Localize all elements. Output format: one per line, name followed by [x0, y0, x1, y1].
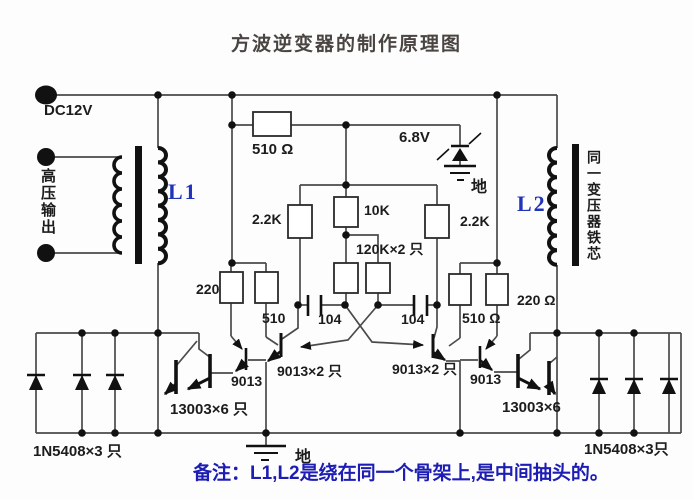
transistor-13003-left — [163, 354, 212, 396]
core-note-label: 同一变压器铁芯 — [586, 150, 602, 262]
diode-right-3 — [660, 377, 678, 394]
transformer — [112, 144, 579, 267]
diode-symbols — [27, 373, 678, 394]
diode-left-1 — [27, 373, 45, 390]
resistor-2k2-right-label: 2.2K — [460, 213, 490, 229]
resistor-220-right — [485, 273, 509, 306]
resistor-120k-left — [333, 262, 359, 294]
transistor-9013-left — [234, 348, 249, 372]
diode-right-1 — [590, 377, 608, 394]
resistor-120k-label: 120K×2 只 — [356, 241, 424, 257]
ground-symbol-bottom — [246, 444, 286, 461]
diode-left-2 — [73, 373, 91, 390]
diode-right-2 — [625, 377, 643, 394]
terminals — [35, 85, 57, 262]
l2-coil — [547, 146, 558, 267]
q9013-left-label: 9013 — [231, 373, 263, 389]
capacitor-symbols — [306, 295, 429, 316]
l1-label: L1 — [168, 179, 198, 204]
zener-voltage-label: 6.8V — [399, 129, 430, 146]
resistor-510-left — [254, 271, 279, 304]
dc12v-label: DC12V — [44, 102, 93, 119]
q9013-right-label: 9013 — [470, 371, 502, 387]
resistor-2k2-left-label: 2.2K — [252, 211, 282, 227]
resistor-510-left-label: 510 — [262, 310, 286, 326]
hv-winding-coil — [112, 155, 123, 255]
cap-104-left-label: 104 — [318, 311, 342, 327]
footer-note: 备注：L1,L2是绕在同一个骨架上,是中间抽头的。 — [193, 463, 609, 484]
resistor-510-right — [448, 273, 472, 306]
q9013-pair-right-label: 9013×2 只 — [392, 361, 457, 377]
hv-terminal-bottom — [37, 244, 55, 262]
zener-diode-symbol — [436, 132, 482, 161]
cap-104-right-label: 104 — [401, 311, 425, 327]
ground-bottom-label: 地 — [295, 449, 312, 466]
transistor-9013-pair-right — [431, 334, 447, 361]
transistor-symbols — [163, 333, 557, 396]
resistor-10k — [333, 196, 359, 228]
transistor-9013-right — [478, 346, 494, 371]
resistor-120k-right — [365, 262, 391, 294]
cross-coupling-wires — [230, 304, 498, 350]
l1-coil — [157, 146, 168, 266]
resistor-220-left — [219, 271, 244, 304]
hv-terminal-top — [37, 148, 55, 166]
resistor-10k-label: 10K — [364, 202, 390, 218]
ground-symbol-top — [444, 164, 476, 181]
diode-left-3 — [106, 373, 124, 390]
transistor-13003-right — [516, 354, 557, 396]
q13003-left-label: 13003×6 只 — [170, 401, 248, 418]
transistor-9013-pair-left — [266, 333, 283, 362]
resistor-boxes — [219, 111, 509, 306]
resistor-510-top — [252, 111, 292, 137]
resistor-2k2-right — [424, 204, 450, 239]
l2-label: L2 — [517, 191, 547, 216]
diodes-left-label: 1N5408×3 只 — [33, 443, 122, 460]
resistor-510-right-label: 510 Ω — [462, 310, 501, 326]
core-bar-right — [572, 144, 579, 266]
resistor-2k2-left — [287, 204, 313, 239]
q9013-pair-left-label: 9013×2 只 — [277, 363, 342, 379]
ground-top-label: 地 — [471, 179, 488, 196]
q13003-right-label: 13003×6 — [502, 399, 561, 416]
diodes-right-label: 1N5408×3只 — [584, 441, 669, 458]
resistor-220-right-label: 220 Ω — [517, 292, 556, 308]
resistor-510-top-label: 510 Ω — [252, 141, 294, 158]
junction-dots — [78, 91, 638, 437]
dc12v-terminal — [35, 85, 57, 105]
core-bar-left — [135, 146, 142, 264]
resistor-220-left-label: 220 — [196, 281, 220, 297]
hv-output-label: 高压输出 — [39, 168, 56, 236]
diagram-title: 方波逆变器的制作原理图 — [230, 34, 462, 55]
